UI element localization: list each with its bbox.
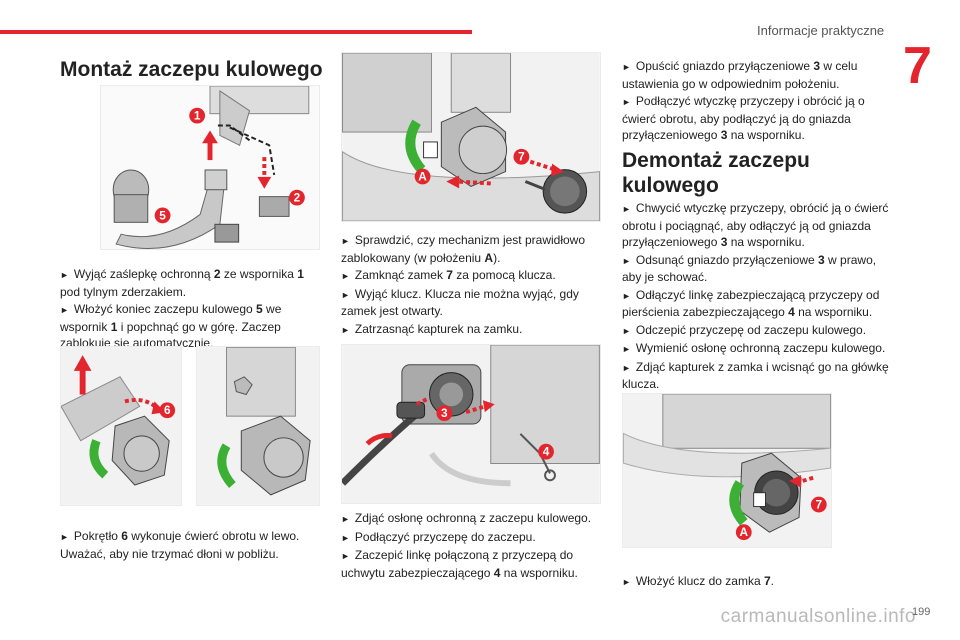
instruction-item: ►Wyjąć klucz. Klucza nie można wyjąć, gd… [341,286,579,319]
bullet-arrow-icon: ► [60,532,69,542]
instruction-item: ►Włożyć klucz do zamka 7. [622,574,774,588]
col3-instructions-3: ►Włożyć klucz do zamka 7. [622,573,892,592]
col2-instructions-2: ►Zdjąć osłonę ochronną z zaczepu kuloweg… [341,510,603,582]
bullet-arrow-icon: ► [341,532,350,543]
instruction-item: ►Włożyć koniec zaczepu kulowego 5 we wsp… [60,302,282,350]
header-accent-bar [0,30,472,34]
illustration-socket-connection: 3 4 [341,344,601,504]
bullet-arrow-icon: ► [622,204,631,214]
bullet-arrow-icon: ► [622,290,631,301]
instruction-item: ►Wymienić osłonę ochronną zaczepu kulowe… [622,341,886,355]
bullet-arrow-icon: ► [622,577,631,587]
col3-instructions-2: ►Chwycić wtyczkę przyczepy, obrócić ją o… [622,200,894,394]
section-heading-removal: Demontaż zaczepu kulowego [622,149,810,197]
bullet-arrow-icon: ► [622,362,631,373]
col1-instructions-1: ►Wyjąć zaślepkę ochronną 2 ze wspornika … [60,266,322,353]
illustration-knob-turn: 6 [60,346,182,506]
label-5: 5 [159,208,166,222]
section-title: Informacje praktyczne [757,23,885,38]
col2-instructions-1: ►Sprawdzić, czy mechanizm jest prawidłow… [341,232,603,339]
page-number: 199 [912,606,931,618]
illustration-mounting-hitch: 1 2 5 [100,85,320,250]
bullet-arrow-icon: ► [622,344,631,354]
label-6: 6 [164,403,171,417]
col3-instructions-1: ►Opuścić gniazdo przyłączeniowe 3 w celu… [622,58,892,145]
bullet-arrow-icon: ► [622,325,631,336]
instruction-item: ►Odczepić przyczepę od zaczepu kulowego. [622,322,867,337]
chapter-number: 7 [903,37,932,95]
instruction-item: ►Zdjąć kapturek z zamka i wcisnąć go na … [622,359,889,392]
label-a: A [740,525,749,539]
instruction-item: ►Zaczepić linkę połączoną z przyczepą do… [341,548,578,580]
illustration-lock-cap: 7 A [341,52,601,222]
instruction-item: ►Podłączyć wtyczkę przyczepy i obrócić j… [622,94,865,142]
instruction-item: ►Odsunąć gniazdo przyłączeniowe 3 w praw… [622,252,877,285]
label-2: 2 [294,191,301,205]
bullet-arrow-icon: ► [622,62,631,72]
illustration-insert-key: 7 A [622,393,832,548]
illustration-knob-locked [196,346,320,506]
bullet-arrow-icon: ► [622,255,631,266]
instruction-item: ►Wyjąć zaślepkę ochronną 2 ze wspornika … [60,267,304,299]
bullet-arrow-icon: ► [622,97,631,107]
section-heading-mounting: Montaż zaczepu kulowego [60,58,323,81]
instruction-item: ►Zatrzasnąć kapturek na zamku. [341,321,523,336]
instruction-item: ►Odłączyć linkę zabezpieczającą przyczep… [622,287,880,320]
bullet-arrow-icon: ► [341,289,350,300]
label-7: 7 [518,150,525,164]
bullet-arrow-icon: ► [341,514,350,524]
instruction-item: ►Sprawdzić, czy mechanizm jest prawidłow… [341,233,586,265]
bullet-arrow-icon: ► [341,551,350,561]
bullet-arrow-icon: ► [341,324,350,335]
instruction-item: ►Opuścić gniazdo przyłączeniowe 3 w celu… [622,59,858,91]
bullet-arrow-icon: ► [60,305,69,315]
instruction-item: ►Zamknąć zamek 7 za pomocą klucza. [341,268,556,282]
label-3: 3 [441,406,448,420]
instruction-item: ►Chwycić wtyczkę przyczepy, obrócić ją o… [622,201,889,249]
instruction-item: ►Zdjąć osłonę ochronną z zaczepu kuloweg… [341,511,592,525]
watermark: carmanualsonline.info [720,606,916,627]
bullet-arrow-icon: ► [60,270,69,280]
instruction-item: ►Podłączyć przyczepę do zaczepu. [341,529,536,544]
col1-instructions-2: ►Pokrętło 6 wykonuje ćwierć obrotu w lew… [60,528,322,563]
label-1: 1 [194,109,201,123]
label-a: A [418,169,427,183]
bullet-arrow-icon: ► [341,236,350,246]
label-4: 4 [543,445,550,459]
instruction-item: ►Pokrętło 6 wykonuje ćwierć obrotu w lew… [60,529,300,561]
label-7: 7 [816,498,823,512]
bullet-arrow-icon: ► [341,271,350,281]
